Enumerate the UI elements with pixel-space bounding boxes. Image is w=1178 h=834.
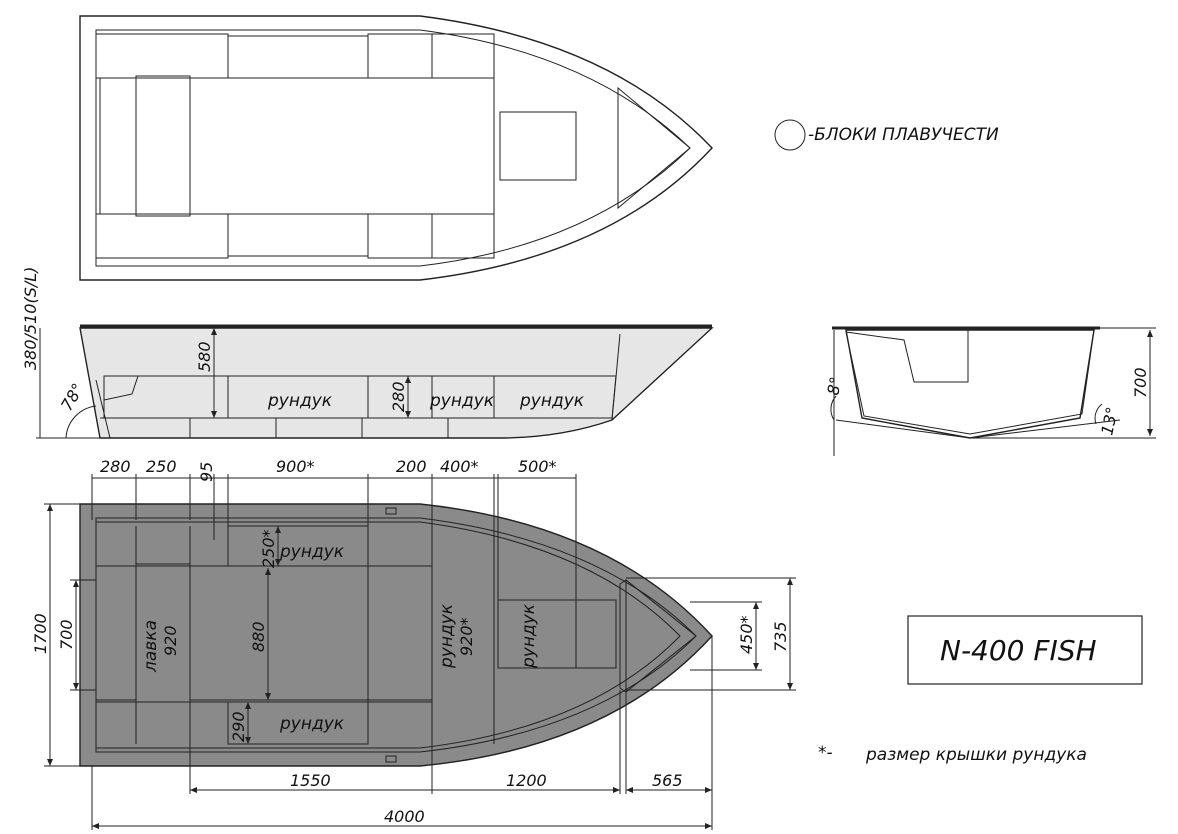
plan-overall-width: 1700 — [31, 613, 50, 654]
plan-view: рундук рундук лавка 920 рундук 920* рунд… — [31, 457, 796, 830]
legend-floatation-label: -БЛОКИ ПЛАВУЧЕСТИ — [808, 125, 999, 145]
title-block: N-400 FISH — [907, 615, 1143, 685]
transom-height: 380/510(S/L) — [21, 267, 40, 370]
model-title: N-400 FISH — [940, 634, 1097, 667]
side-locker-label-2: рундук — [429, 391, 495, 411]
hatch-legend-icon — [774, 119, 806, 151]
plan-locker-bow-label: рундук — [519, 603, 539, 669]
legend: -БЛОКИ ПЛАВУЧЕСТИ — [774, 119, 999, 151]
plan-dim-500: 500* — [518, 457, 557, 476]
plan-locker-top-height: 250* — [259, 529, 278, 568]
plan-locker-bottom-height: 290 — [229, 711, 248, 742]
plan-dim-565: 565 — [652, 771, 683, 790]
plan-transom-width: 700 — [57, 619, 76, 650]
section-hull — [845, 329, 1095, 439]
plan-locker-bow — [497, 599, 617, 669]
plan-bow-width: 735 — [771, 621, 790, 652]
side-height-580: 580 — [195, 341, 214, 372]
plan-dim-280: 280 — [100, 457, 131, 476]
section-height: 700 — [1131, 367, 1150, 398]
plan-dim-900: 900* — [276, 457, 315, 476]
side-height-280: 280 — [389, 381, 408, 412]
plan-locker-mid-size: 920* — [457, 617, 476, 656]
side-view: 580 280 рундук рундук рундук 380/510(S/L… — [21, 267, 714, 439]
footnote-marker: *- — [818, 743, 833, 763]
plan-floor-width: 880 — [249, 621, 268, 652]
section-view: 700 8° 13° — [823, 326, 1156, 456]
plan-dim-250: 250 — [146, 457, 177, 476]
top-view-hatch — [499, 111, 577, 181]
transom-angle: 78° — [57, 380, 88, 414]
plan-locker-mid-label: рундук — [437, 603, 457, 669]
side-view-hull — [79, 327, 714, 439]
plan-bench-size: 920 — [161, 625, 180, 656]
float-block-bow — [617, 86, 691, 210]
top-view-bench — [135, 75, 191, 217]
section-angle-right: 13° — [1097, 405, 1121, 437]
plan-dim-400: 400* — [440, 457, 479, 476]
footnote: *- размер крышки рундука — [818, 743, 1087, 765]
plan-locker-bottom-label: рундук — [279, 714, 345, 734]
plan-overall-length: 4000 — [384, 807, 425, 826]
top-view — [79, 15, 713, 281]
side-locker-label-3: рундук — [519, 391, 585, 411]
plan-bow-locker-width: 450* — [737, 615, 756, 654]
plan-locker-top-label: рундук — [279, 542, 345, 562]
plan-dim-1200: 1200 — [506, 771, 547, 790]
title-box — [907, 615, 1143, 685]
plan-bench-label: лавка — [141, 620, 161, 673]
side-locker-label-1: рундук — [267, 391, 333, 411]
plan-dim-95: 95 — [197, 462, 216, 482]
top-view-hull-outline — [79, 15, 713, 281]
footnote-text: размер крышки рундука — [865, 745, 1087, 765]
plan-dim-200: 200 — [396, 457, 427, 476]
plan-dim-1550: 1550 — [290, 771, 331, 790]
section-angle-left: 8° — [823, 375, 845, 397]
